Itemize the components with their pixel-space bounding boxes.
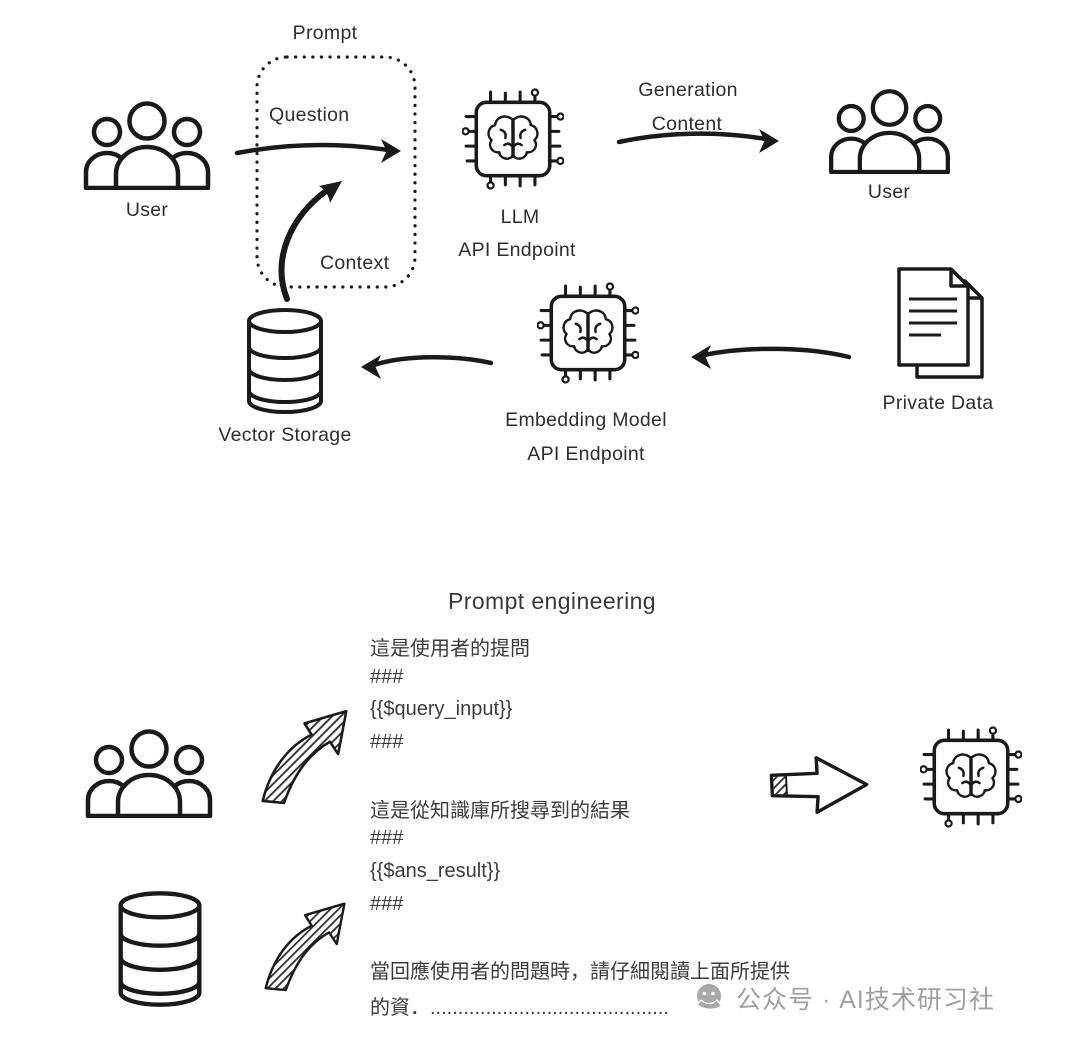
ai-chip-brain-icon [462, 88, 564, 190]
arrow-heads [319, 129, 779, 379]
private-data-label: Private Data [882, 392, 994, 414]
arrow-llm-to-user [616, 131, 769, 145]
generation-label: Generation [638, 79, 738, 101]
prompt-box-title: Prompt [292, 22, 358, 44]
wechat-official-account-icon [696, 984, 723, 1010]
documents-icon [897, 267, 984, 379]
prompt-line: {{$ans_result}} [370, 860, 501, 882]
embedding-label: Embedding Model [505, 409, 667, 431]
block-arrow-icon [769, 756, 869, 814]
arrow-data-to-embedding [701, 346, 852, 360]
sketch-arrow-icon [261, 709, 348, 805]
vector-storage-label: Vector Storage [218, 424, 352, 446]
llm-sublabel: API Endpoint [458, 239, 576, 261]
llm-label: LLM [500, 206, 540, 228]
prompt-line: 這是使用者的提問 [370, 638, 530, 660]
arrow-embedding-to-vector [371, 354, 494, 368]
prompt-line: 當回應使用者的問題時，請仔細閱讀上面所提供 [370, 961, 790, 983]
context-label: Context [320, 252, 390, 274]
people-group-icon [831, 91, 948, 172]
prompt-line: ### [370, 666, 404, 688]
ai-chip-brain-icon [920, 726, 1022, 828]
prompt-dotted-box [255, 55, 417, 289]
prompt-line: {{$query_input}} [370, 698, 513, 720]
watermark-text: 公众号 · AI技术研习社 [736, 986, 995, 1014]
user-right-label: User [867, 181, 911, 203]
database-cylinder-icon [247, 308, 323, 414]
prompt-line: 的資．.....................................… [370, 997, 669, 1019]
sketch-arrow-icon [264, 902, 346, 992]
question-label: Question [269, 104, 350, 126]
people-group-icon [86, 104, 208, 189]
embedding-sublabel: API Endpoint [527, 443, 645, 465]
watermark: 公众号 · AI技术研习社 [694, 980, 995, 1016]
prompt-line: ### [370, 893, 404, 915]
prompt-line: 這是從知識庫所搜尋到的結果 [370, 800, 630, 822]
arrow-vector-to-context [278, 188, 329, 302]
arrow-user-to-llm [234, 142, 391, 156]
database-cylinder-icon [121, 893, 200, 1004]
ai-chip-brain-icon [537, 282, 639, 384]
prompt-line: ### [370, 827, 404, 849]
content-label: Content [651, 113, 723, 135]
user-left-label: User [125, 199, 169, 221]
prompt-line: ### [370, 731, 404, 753]
prompt-engineering-title: Prompt engineering [448, 588, 656, 614]
people-group-icon [88, 732, 210, 817]
